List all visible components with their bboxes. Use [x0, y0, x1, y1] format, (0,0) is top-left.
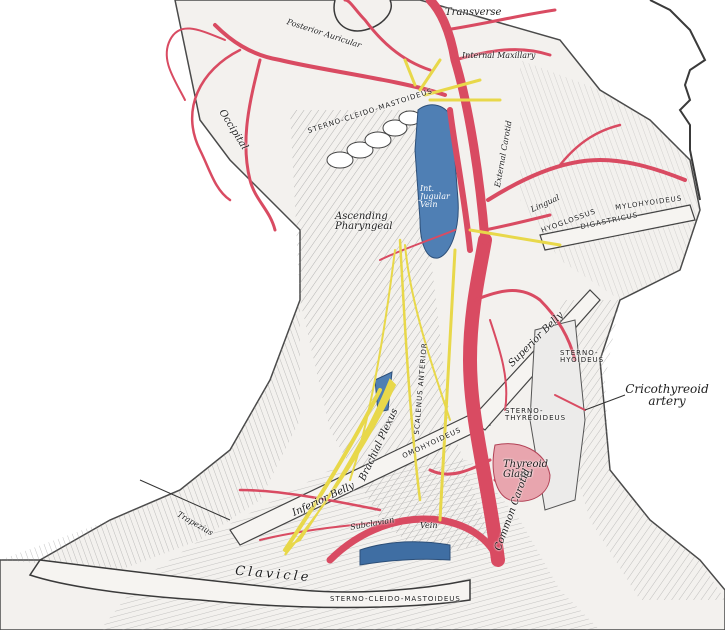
label-vein: Vein — [420, 521, 438, 530]
internal-maxillary-artery — [453, 48, 552, 62]
thyroid-gland — [492, 443, 551, 502]
label-sternohyoideus: STERNO-HYOIDEUS — [560, 349, 605, 364]
inferior-thyroid-artery — [428, 458, 492, 476]
label-sternocleidomastoideus-lower: STERNO-CLEIDO-MASTOIDEUS — [330, 595, 461, 603]
label-thyreoid-gland: Thyreoid Gland — [503, 459, 549, 480]
cricothyroid-artery — [554, 394, 586, 411]
superior-thyroid-artery — [473, 289, 577, 362]
internal-carotid-artery — [447, 107, 473, 253]
nerves — [283, 58, 562, 556]
occipital-branch-c — [165, 27, 226, 101]
label-transverse: Transverse — [445, 7, 502, 18]
label-internal-maxillary: Internal Maxillary — [462, 51, 536, 60]
common-carotid-artery — [462, 233, 505, 567]
trapezius-leader-line — [139, 479, 231, 521]
clavicle-bone — [28, 559, 471, 609]
suprascapular-artery — [259, 519, 401, 541]
external-carotid-artery — [425, 0, 490, 245]
subclavian-vein — [359, 541, 451, 566]
hypoglossal-nerve — [468, 228, 562, 247]
occipital-branch-b — [190, 48, 242, 202]
facial-branch — [558, 123, 622, 167]
sternocleidomastoid-upper-tendons — [326, 110, 422, 169]
occipital-artery — [213, 23, 447, 97]
cervical-plexus-nerve-b — [404, 244, 451, 421]
arteries — [165, 0, 687, 567]
internal-jugular-vein — [414, 104, 459, 259]
brachial-plexus-strand — [283, 388, 382, 552]
thyroid-branches — [489, 319, 508, 411]
great-auricular-nerves — [403, 58, 502, 102]
vagus-nerve — [438, 248, 457, 522]
cricothyroid-leader-line — [584, 394, 626, 411]
posterior-auricular-artery — [343, 0, 432, 72]
label-sternothyreoideus: STERNO-THYREOIDEUS — [505, 407, 567, 422]
right-anterior-muscles — [560, 300, 725, 600]
face-profile — [649, 0, 707, 201]
facial-artery — [486, 157, 687, 202]
subclavian-artery — [326, 515, 502, 564]
lingual-artery — [483, 213, 552, 232]
ascending-pharyngeal-artery — [379, 229, 456, 261]
trapezius-muscle — [0, 300, 300, 570]
transverse-cervical-artery — [238, 488, 382, 512]
transverse-facial-artery — [443, 8, 557, 32]
brachial-plexus — [284, 378, 397, 556]
label-cricothyreoid-artery: Cricothyreoid artery — [625, 382, 709, 408]
digastric-band — [539, 204, 696, 251]
label-ascending-pharyngeal: Ascending Pharyngeal — [335, 211, 393, 232]
phrenic-nerve — [398, 238, 422, 502]
occipital-branch-a — [244, 58, 277, 232]
label-int-jugular-vein: Int. Jugular Vein — [420, 184, 450, 209]
